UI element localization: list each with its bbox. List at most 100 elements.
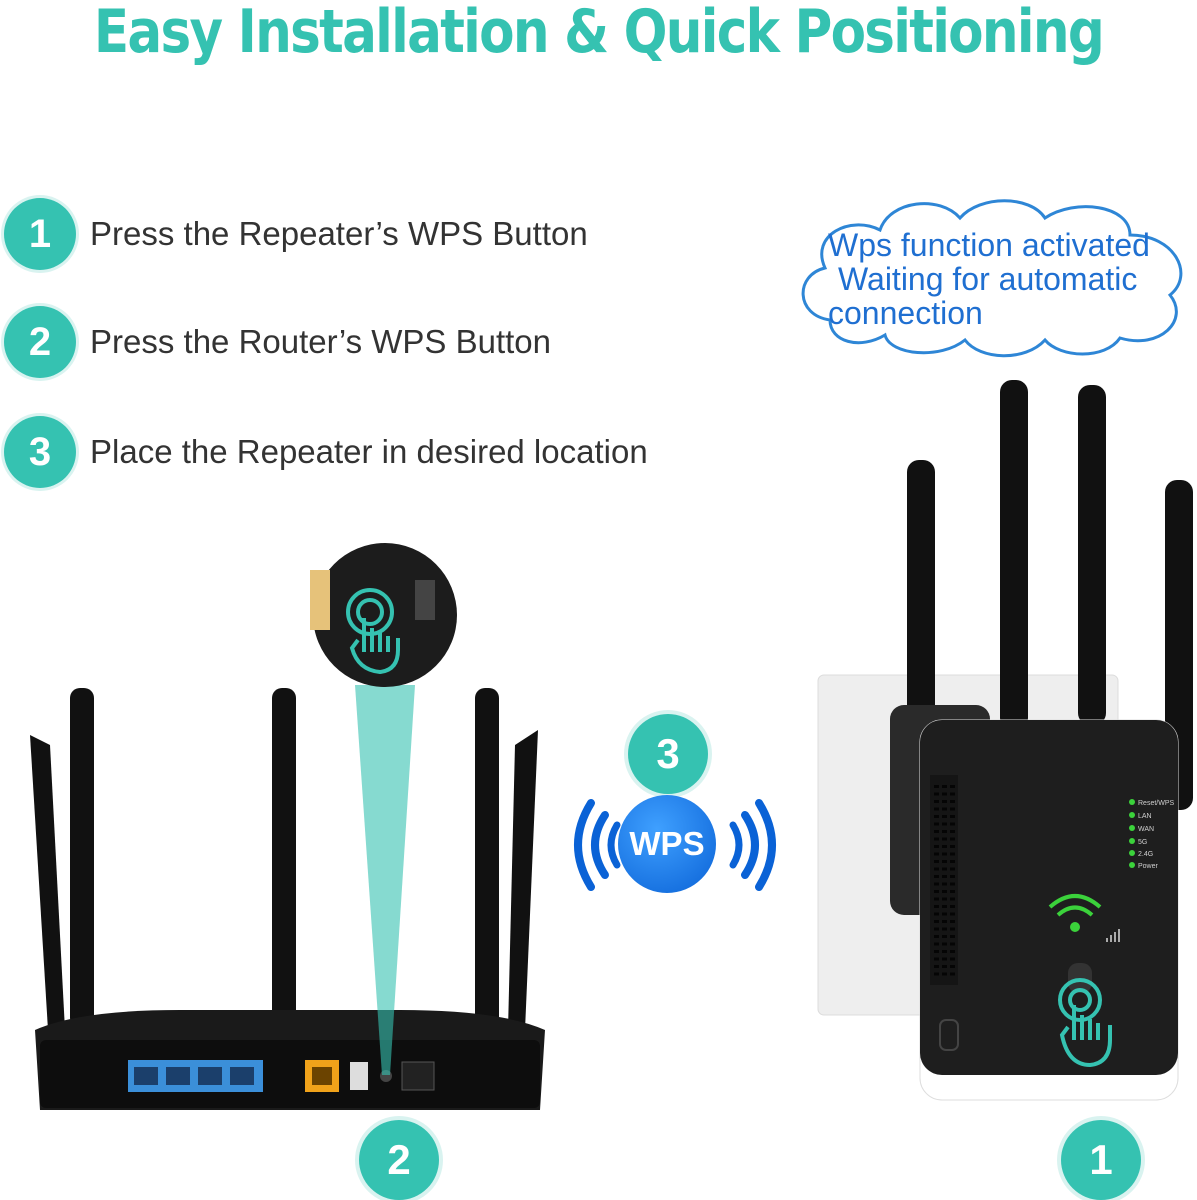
vent-slot	[934, 822, 939, 826]
led-label: Power	[1138, 863, 1159, 870]
vent-slot	[942, 935, 947, 938]
vent-slot	[950, 807, 955, 811]
vent-slot	[934, 800, 939, 803]
vent-slot	[950, 912, 955, 916]
vent-slot	[950, 882, 955, 886]
vent-slot	[942, 905, 947, 908]
vent-slot	[934, 905, 939, 908]
vent-slot	[934, 807, 939, 811]
vent-slot	[934, 875, 939, 878]
vent-slot	[934, 912, 939, 916]
router-illustration	[30, 543, 545, 1110]
vent-slot	[934, 785, 939, 788]
led-label: WAN	[1138, 826, 1154, 833]
step-2: 2 Press the Router’s WPS Button	[4, 304, 551, 380]
vent-slot	[950, 785, 955, 788]
tap-finger-icon	[346, 588, 400, 675]
led-indicators: Reset/WPS LAN WAN 5G 2.4G Power	[1129, 799, 1175, 870]
vent-slot	[934, 920, 939, 923]
vent-slot	[934, 867, 939, 871]
wifi-wave-icon	[574, 799, 776, 891]
vent-slot	[950, 867, 955, 871]
vent-slot	[942, 942, 947, 946]
vent-slot	[934, 965, 939, 968]
vent-slot	[934, 897, 939, 901]
vent-slot	[934, 815, 939, 818]
wifi-signal-icon	[1048, 894, 1102, 932]
vent-slot	[950, 935, 955, 938]
vent-slot	[950, 927, 955, 931]
callout-text: Wps function activated Waiting for autom…	[828, 228, 1197, 330]
vent-slot	[934, 882, 939, 886]
vent-slot	[934, 860, 939, 863]
vent-slot	[950, 920, 955, 923]
vent-slot	[934, 890, 939, 893]
wps-label: WPS	[618, 795, 716, 893]
vent-slot	[942, 965, 947, 968]
vent-slot	[942, 897, 947, 901]
led-label: 5G	[1138, 839, 1147, 846]
vent-slot	[942, 927, 947, 931]
vent-slot	[950, 860, 955, 863]
vent-slot	[942, 792, 947, 796]
vent-slot	[934, 830, 939, 833]
vent-slot	[950, 972, 955, 976]
led-label: LAN	[1138, 813, 1152, 820]
wps-step-badge: 3	[628, 714, 708, 794]
vent-slot	[934, 927, 939, 931]
vent-slot	[934, 837, 939, 841]
callout-line: Waiting for automatic	[838, 261, 1138, 297]
vent-slot	[942, 882, 947, 886]
step-text: Place the Repeater in desired location	[90, 433, 648, 470]
vent-slot	[942, 950, 947, 953]
vent-slot	[950, 815, 955, 818]
vent-slot	[942, 957, 947, 961]
vent-slot	[942, 822, 947, 826]
vent-slot	[950, 905, 955, 908]
vent-slot	[942, 837, 947, 841]
vent-slot	[950, 950, 955, 953]
vent-slot	[942, 852, 947, 856]
vent-slot	[942, 807, 947, 811]
step-1: 1 Press the Repeater’s WPS Button	[4, 196, 588, 272]
vent-slot	[942, 875, 947, 878]
page-title: Easy Installation & Quick Positioning	[93, 0, 1105, 67]
vent-slot	[934, 950, 939, 953]
vent-slot	[934, 942, 939, 946]
led-label: 2.4G	[1138, 851, 1153, 858]
vent-slot	[950, 822, 955, 826]
vent-slot	[950, 890, 955, 893]
vent-slot	[950, 957, 955, 961]
vent-slot	[950, 792, 955, 796]
callout-line: Wps function activated	[828, 227, 1150, 263]
vent-slot	[950, 942, 955, 946]
step-number: 3	[4, 416, 76, 488]
vent-slot	[934, 852, 939, 856]
vent-slot	[942, 867, 947, 871]
led-label: Reset/WPS	[1138, 800, 1175, 807]
vent-slot	[950, 897, 955, 901]
vent-slot	[950, 837, 955, 841]
step-number: 2	[4, 306, 76, 378]
tap-finger-icon	[1058, 978, 1112, 1068]
step-3: 3 Place the Repeater in desired location	[4, 414, 648, 490]
vent-slot	[934, 845, 939, 848]
vent-slot	[942, 890, 947, 893]
router-badge: 2	[359, 1120, 439, 1200]
vent-slot	[942, 845, 947, 848]
vent-slot	[950, 965, 955, 968]
step-text: Press the Repeater’s WPS Button	[90, 215, 588, 252]
callout-line: connection	[828, 295, 983, 331]
vent-slot	[934, 972, 939, 976]
vent-slot	[942, 972, 947, 976]
vent-slot	[950, 800, 955, 803]
cloud-outline	[801, 199, 1183, 358]
vent-slot	[950, 845, 955, 848]
step-text: Press the Router’s WPS Button	[90, 323, 551, 360]
vent-slot	[942, 800, 947, 803]
vent-slot	[950, 852, 955, 856]
vent-slot	[934, 935, 939, 938]
vent-slot	[934, 957, 939, 961]
vent-slot	[934, 792, 939, 796]
repeater-illustration: Reset/WPS LAN WAN 5G 2.4G Power	[817, 380, 1193, 1101]
